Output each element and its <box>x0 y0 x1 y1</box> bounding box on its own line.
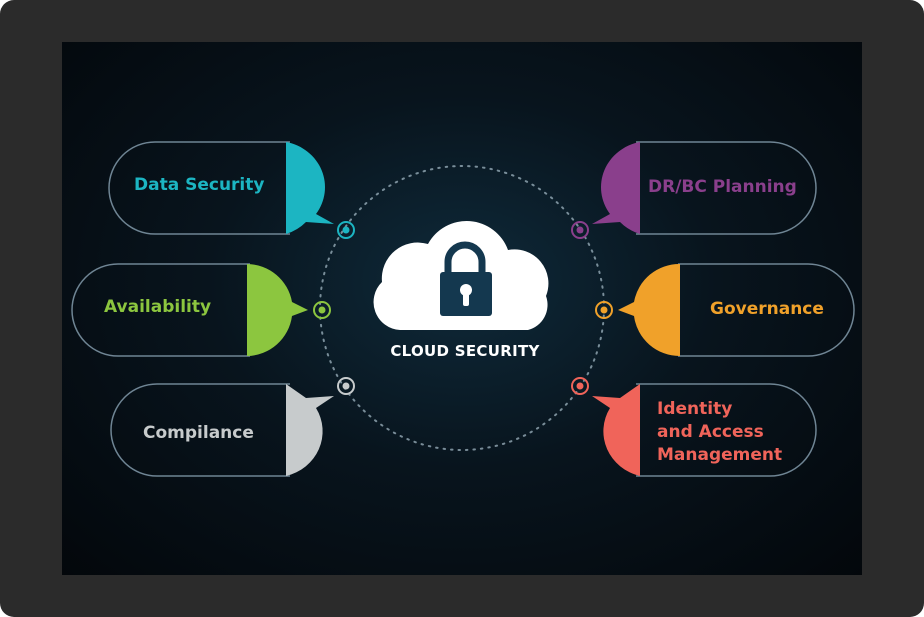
item-label-drbc-planning: DR/BC Planning <box>648 177 797 197</box>
connector-dot-inner <box>318 306 326 314</box>
connector-dot-outer <box>571 377 589 395</box>
pill-outline <box>71 263 250 357</box>
connector-dot-outer <box>571 221 589 239</box>
pill-outline <box>678 263 855 357</box>
pill-governance <box>595 263 855 357</box>
pill-outline <box>636 383 817 477</box>
keyhole-top <box>460 284 472 296</box>
connector-dot-outer <box>337 377 355 395</box>
speech-bubble <box>286 384 334 476</box>
center-title: CLOUD SECURITY <box>390 342 540 360</box>
pill-data-security <box>108 141 355 239</box>
speech-bubble <box>247 264 308 356</box>
speech-bubble <box>286 142 334 234</box>
connector-dot-inner <box>576 382 584 390</box>
item-label-compliance: Compilance <box>143 423 254 443</box>
item-label-governance: Governance <box>710 299 824 319</box>
connector-dot-inner <box>600 306 608 314</box>
connector-dot-outer <box>595 301 613 319</box>
item-label-availability: Availability <box>104 297 212 317</box>
keyhole-slot <box>463 292 469 306</box>
pill-identity-access-management <box>571 377 817 477</box>
speech-bubble <box>592 142 640 234</box>
pill-outline <box>108 141 290 235</box>
connector-dot-inner <box>576 226 584 234</box>
connector-dot-outer <box>313 301 331 319</box>
connector-dot-outer <box>337 221 355 239</box>
speech-bubble <box>618 263 680 357</box>
pill-outline <box>110 383 290 477</box>
padlock-shackle <box>444 241 486 278</box>
pill-drbc-planning <box>571 141 817 239</box>
pill-compliance <box>110 377 355 477</box>
speech-bubble <box>592 384 640 476</box>
pill-outline <box>636 141 817 235</box>
item-label-data-security: Data Security <box>134 175 265 195</box>
pill-availability <box>71 263 331 357</box>
cloud-lock-icon <box>373 221 549 330</box>
connector-dot-inner <box>342 226 350 234</box>
connector-dot-inner <box>342 382 350 390</box>
item-label-identity-access-management: Identity and Access Management <box>657 399 783 465</box>
